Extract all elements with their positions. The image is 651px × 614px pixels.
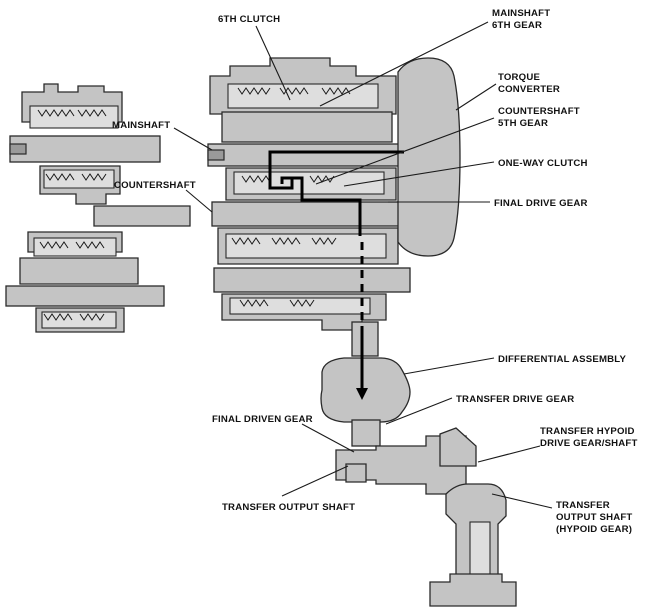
label-mainshaft: MAINSHAFT	[112, 120, 170, 131]
leader-transfer-hypoid-drive-gear	[477, 445, 541, 463]
spring-stack	[231, 237, 337, 245]
label-transfer-hypoid-line2: DRIVE GEAR/SHAFT	[540, 438, 638, 449]
leader-differential-assembly	[403, 357, 495, 375]
label-transfer-output-hypoid-line1: TRANSFER	[556, 500, 610, 511]
leader-mainshaft	[173, 127, 213, 151]
differential-and-transfer	[320, 321, 517, 607]
power-flow-path	[268, 150, 404, 400]
label-transfer-output-hypoid-line3: (HYPOID GEAR)	[556, 524, 632, 535]
leader-one-way-clutch	[343, 161, 495, 187]
label-torque-converter-line1: TORQUE	[498, 72, 540, 83]
spring-stack	[237, 87, 351, 95]
leader-countershaft-5th-gear	[315, 117, 495, 185]
spring-stack	[39, 241, 105, 321]
leader-countershaft	[185, 189, 213, 213]
leader-transfer-output-shaft-hypoid	[491, 493, 553, 509]
label-differential-assembly: DIFFERENTIAL ASSEMBLY	[498, 354, 626, 365]
torque-converter	[397, 57, 461, 257]
label-mainshaft-6th-gear-line1: MAINSHAFT	[492, 8, 550, 19]
label-transfer-output-hypoid-line2: OUTPUT SHAFT	[556, 512, 632, 523]
label-transfer-hypoid-line1: TRANSFER HYPOID	[540, 426, 635, 437]
label-countershaft-5th-gear-line2: 5TH GEAR	[498, 118, 548, 129]
label-countershaft: COUNTERSHAFT	[114, 180, 196, 191]
label-mainshaft-6th-gear-line2: 6TH GEAR	[492, 20, 542, 31]
label-final-drive-gear: FINAL DRIVE GEAR	[494, 198, 588, 209]
spring-stack	[37, 109, 107, 181]
leader-final-driven-gear	[301, 423, 355, 453]
label-final-driven-gear: FINAL DRIVEN GEAR	[212, 414, 313, 425]
leader-mainshaft-6th-gear	[319, 21, 489, 107]
leader-transfer-output-shaft	[281, 465, 349, 497]
leader-torque-converter	[455, 83, 497, 111]
label-6th-clutch: 6TH CLUTCH	[218, 14, 280, 25]
leader-transfer-drive-gear	[385, 397, 453, 425]
leader-6th-clutch	[255, 25, 291, 101]
labels: 6TH CLUTCH MAINSHAFT 6TH GEAR TORQUE CON…	[112, 8, 638, 535]
left-exploded-view	[5, 83, 191, 333]
spring-stack	[239, 299, 315, 307]
leader-lines	[173, 21, 553, 509]
label-torque-converter-line2: CONVERTER	[498, 84, 560, 95]
label-transfer-output-shaft: TRANSFER OUTPUT SHAFT	[222, 502, 355, 513]
label-one-way-clutch: ONE-WAY CLUTCH	[498, 158, 588, 169]
label-transfer-drive-gear: TRANSFER DRIVE GEAR	[456, 394, 574, 405]
label-countershaft-5th-gear-line1: COUNTERSHAFT	[498, 106, 580, 117]
